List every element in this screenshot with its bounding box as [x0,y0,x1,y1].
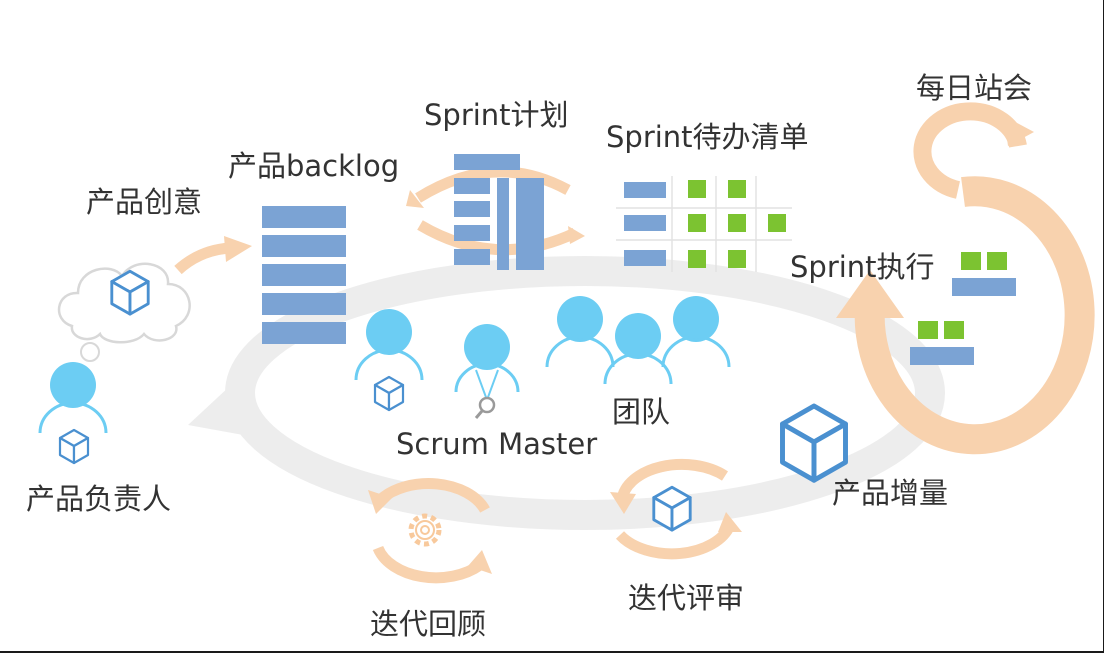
product-backlog-stack [262,206,346,344]
sprint-planning-cycle-icon [406,166,585,256]
sprint-backlog-board [616,176,792,272]
label-scrum-master: Scrum Master [396,427,598,461]
sprint-retrospective-cycle-icon [368,478,492,584]
product-increment-cube-icon [783,406,846,480]
label-daily-standup: 每日站会 [916,71,1033,105]
scrum-master-person-icon [454,324,520,403]
sprint-review-cycle-icon [610,458,742,560]
team-people-icon [545,294,731,386]
cube-icon [110,269,150,316]
sprint-execution-blocks [910,252,1016,365]
product-owner-person-icon [38,360,108,435]
label-sprint-retrospective: 迭代回顾 [370,607,487,641]
person-icon [354,307,424,382]
label-product-idea: 产品创意 [86,185,203,219]
gear-icon [408,513,442,547]
sprint-planning-boards [454,154,544,270]
cube-icon [58,428,90,465]
cube-icon [373,375,405,412]
label-team: 团队 [612,395,671,429]
label-product-backlog: 产品backlog [228,149,400,183]
idea-to-backlog-arrow-icon [174,236,252,275]
cube-icon [652,485,692,532]
magnifier-icon [474,396,496,419]
label-sprint-planning: Sprint计划 [424,98,569,132]
label-product-owner: 产品负责人 [26,482,172,516]
label-sprint-review: 迭代评审 [628,581,745,615]
daily-standup-cycle-icon [836,102,1095,455]
label-sprint-backlog: Sprint待办清单 [606,120,809,154]
label-product-increment: 产品增量 [832,476,949,510]
label-sprint-execution: Sprint执行 [790,250,935,284]
process-cycle [188,256,945,530]
